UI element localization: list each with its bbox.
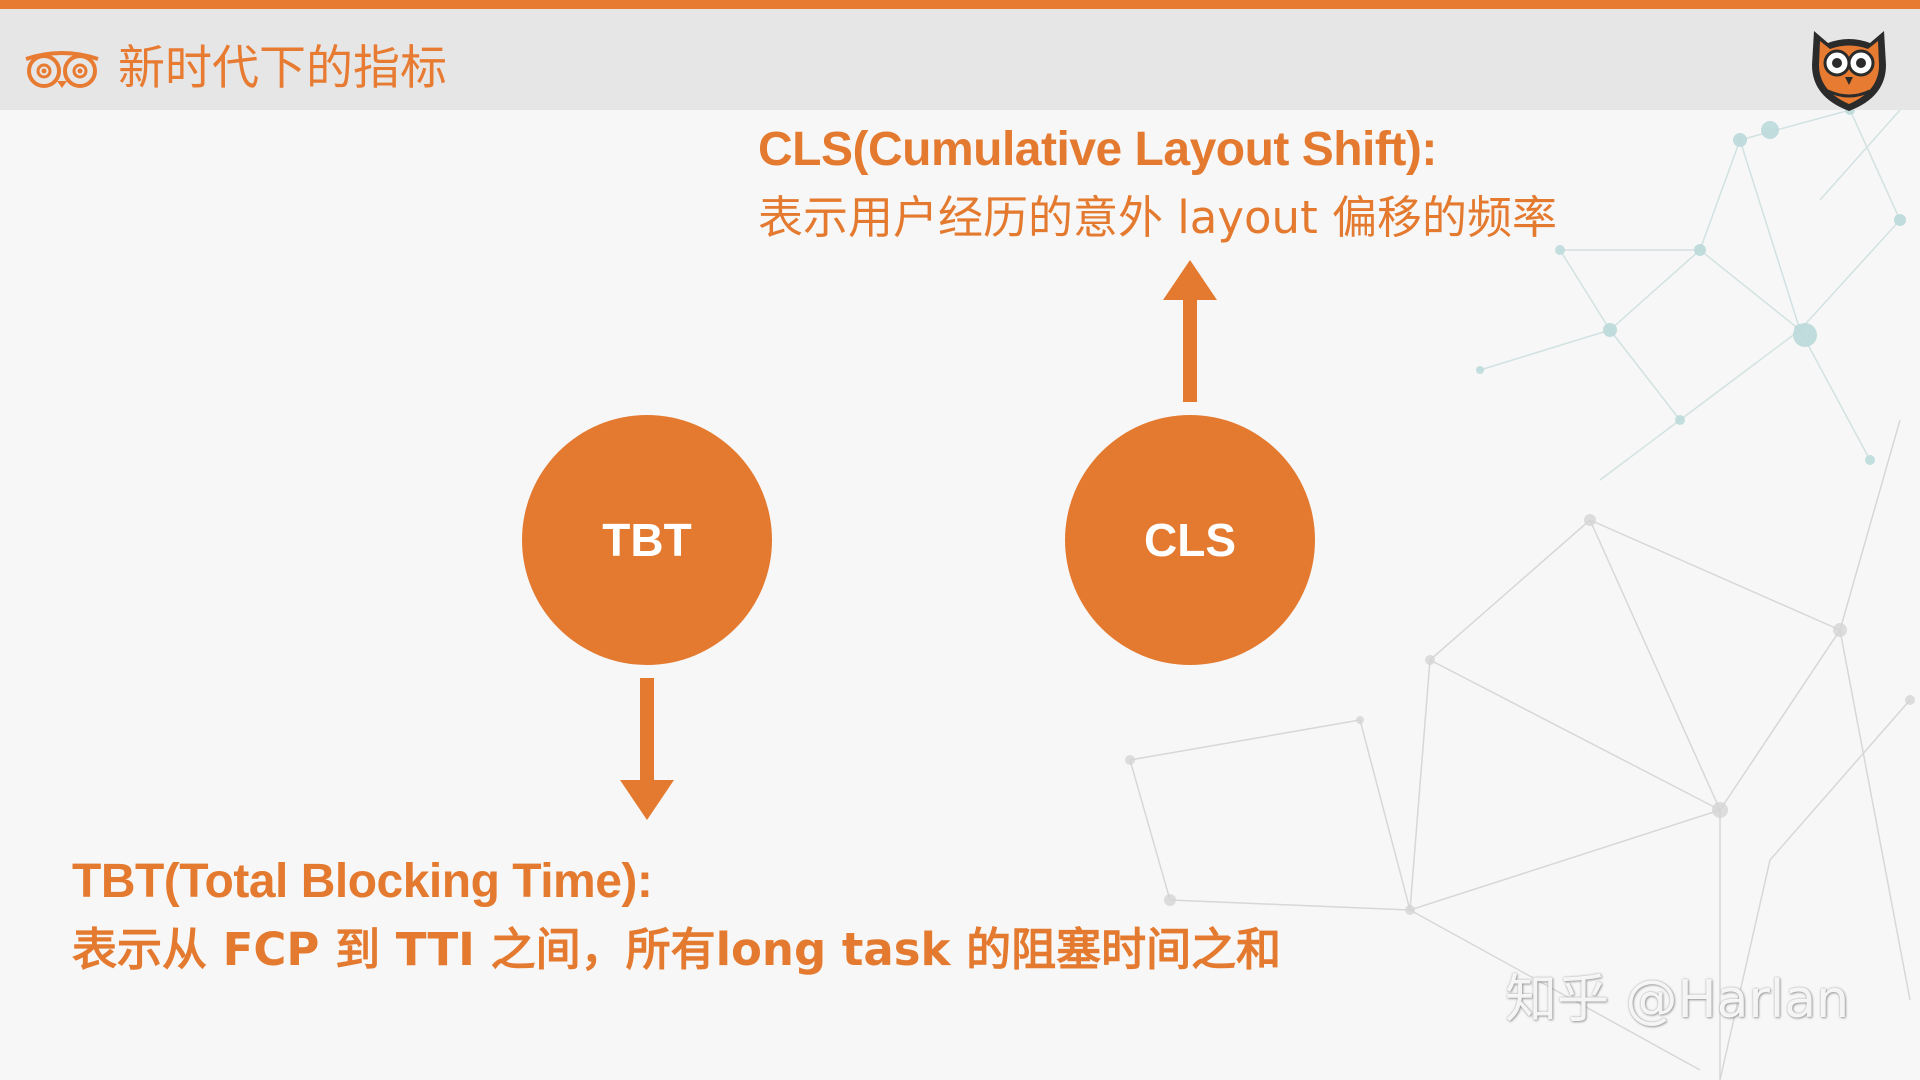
- arrow-up-icon: [1163, 260, 1217, 402]
- owl-mascot-icon: [1812, 31, 1886, 111]
- top-accent-bar: [0, 0, 1920, 9]
- watermark: 知乎 @Harlan: [1505, 970, 1850, 1030]
- slide-header: 新时代下的指标: [0, 9, 1920, 111]
- tbt-description: 表示从 FCP 到 TTI 之间，所有long task 的阻塞时间之和: [72, 923, 1282, 976]
- tbt-title: TBT(Total Blocking Time):: [72, 855, 653, 908]
- cls-description: 表示用户经历的意外 layout 偏移的频率: [758, 191, 1558, 244]
- cls-title: CLS(Cumulative Layout Shift):: [758, 123, 1437, 176]
- arrow-down-icon: [620, 678, 674, 820]
- slide-title: 新时代下的指标: [118, 41, 447, 96]
- owl-eyes-icon: [25, 51, 99, 88]
- tbt-circle-label: TBT: [602, 514, 692, 566]
- cls-circle-label: CLS: [1144, 514, 1236, 566]
- cls-circle: CLS: [1065, 415, 1315, 665]
- tbt-circle: TBT: [522, 415, 772, 665]
